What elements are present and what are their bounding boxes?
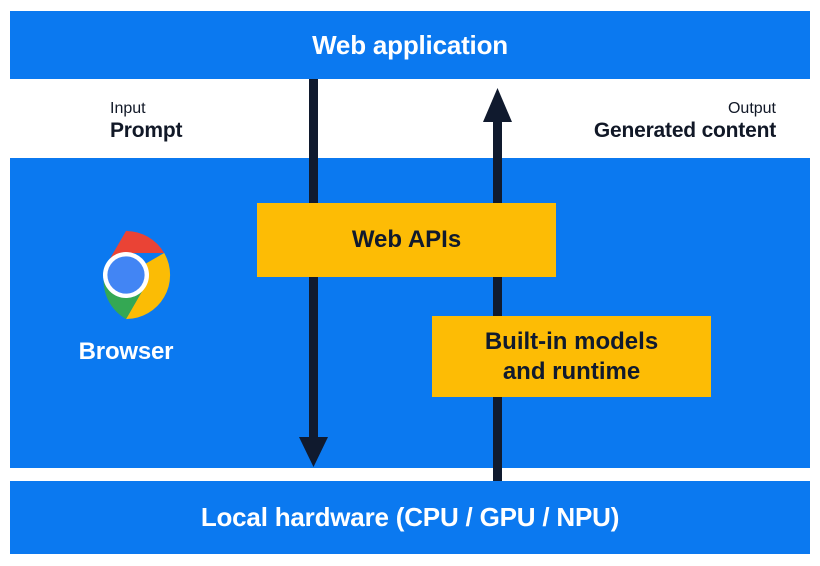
flow-output-value: Generated content [593,118,776,142]
band-web-application-label: Web application [312,29,508,60]
browser-group: Browser [58,228,194,366]
chrome-logo-icon [102,230,171,320]
box-builtin-label-line2: and runtime [502,357,641,385]
box-builtin-models-and-runtime[interactable]: Built-in models and runtime [432,316,711,397]
box-web-apis-label: Web APIs [351,226,462,253]
box-web-apis[interactable]: Web APIs [257,203,556,277]
band-local-hardware-label: Local hardware (CPU / GPU / NPU) [200,502,620,532]
browser-label: Browser [78,338,174,365]
flow-label-output: Output Generated content [594,100,776,144]
flow-input-kicker: Input [110,100,146,117]
flow-label-input: Input Prompt [110,100,183,144]
flow-output-kicker: Output [727,100,776,117]
box-builtin-label-line1: Built-in models [484,328,659,356]
band-local-hardware: Local hardware (CPU / GPU / NPU) [10,481,810,554]
flow-input-value: Prompt [110,118,183,142]
band-web-application: Web application [10,11,810,79]
